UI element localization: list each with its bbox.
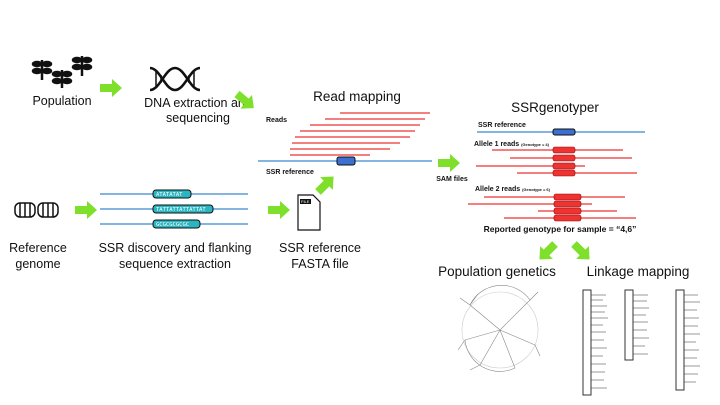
population-label: Population bbox=[32, 94, 91, 108]
ssr-motif-box bbox=[552, 128, 576, 136]
fasta-label-1: SSR reference bbox=[279, 241, 361, 255]
ssr-flanking-sequences: ATATATAT TATTATTATTATTAT GCGCGCGCGC bbox=[100, 189, 248, 229]
arrow-icon bbox=[311, 170, 340, 199]
linkage-map-icon bbox=[582, 289, 700, 396]
reported-genotype: Reported genotype for sample = “4,6” bbox=[484, 224, 637, 234]
dna-label-2: sequencing bbox=[166, 111, 230, 125]
file-icon: FILE bbox=[297, 194, 321, 231]
linkage-mapping-label: Linkage mapping bbox=[587, 264, 690, 279]
ssr-motif-box bbox=[336, 156, 356, 166]
phylogenetic-tree-icon bbox=[457, 284, 541, 372]
allele1-reads bbox=[476, 146, 637, 177]
mapped-reads bbox=[290, 112, 430, 156]
arrow-icon bbox=[533, 237, 562, 266]
arrow-icon bbox=[100, 79, 122, 97]
population-genetics-label: Population genetics bbox=[438, 264, 556, 279]
ssrgenotyper-title: SSRgenotyper bbox=[511, 100, 599, 115]
arrow-icon bbox=[567, 237, 596, 266]
motif-2: TATTATTATTATTAT bbox=[156, 207, 206, 213]
reads-label: Reads bbox=[266, 117, 287, 124]
chromosome-icon bbox=[14, 202, 59, 218]
reference-genome-label-2: genome bbox=[15, 257, 60, 271]
arrow-icon bbox=[75, 201, 97, 219]
allele2-reads bbox=[468, 193, 636, 222]
ssr-reference-label: SSR reference bbox=[266, 169, 314, 176]
read-mapping-title: Read mapping bbox=[313, 89, 401, 104]
arrow-icon bbox=[268, 201, 290, 219]
ssr-reference-label: SSR reference bbox=[478, 122, 526, 129]
allele1-label: Allele 1 reads (Genotype = 4) bbox=[474, 141, 550, 148]
allele2-label: Allele 2 reads (Genotype = 6) bbox=[475, 186, 551, 193]
plants-icon bbox=[31, 56, 93, 88]
motif-1: ATATATAT bbox=[156, 192, 183, 198]
dna-icon bbox=[149, 66, 201, 92]
arrow-icon bbox=[438, 154, 460, 172]
reference-genome-label-1: Reference bbox=[9, 241, 67, 255]
sam-files-label: SAM files bbox=[436, 176, 468, 183]
fasta-label-2: FASTA file bbox=[291, 257, 348, 271]
ssr-discovery-label-1: SSR discovery and flanking bbox=[99, 241, 252, 255]
svg-text:FILE: FILE bbox=[301, 199, 310, 204]
ssr-discovery-label-2: sequence extraction bbox=[119, 257, 231, 271]
dna-label-1: DNA extraction and bbox=[144, 96, 252, 110]
motif-3: GCGCGCGCGC bbox=[156, 222, 189, 228]
